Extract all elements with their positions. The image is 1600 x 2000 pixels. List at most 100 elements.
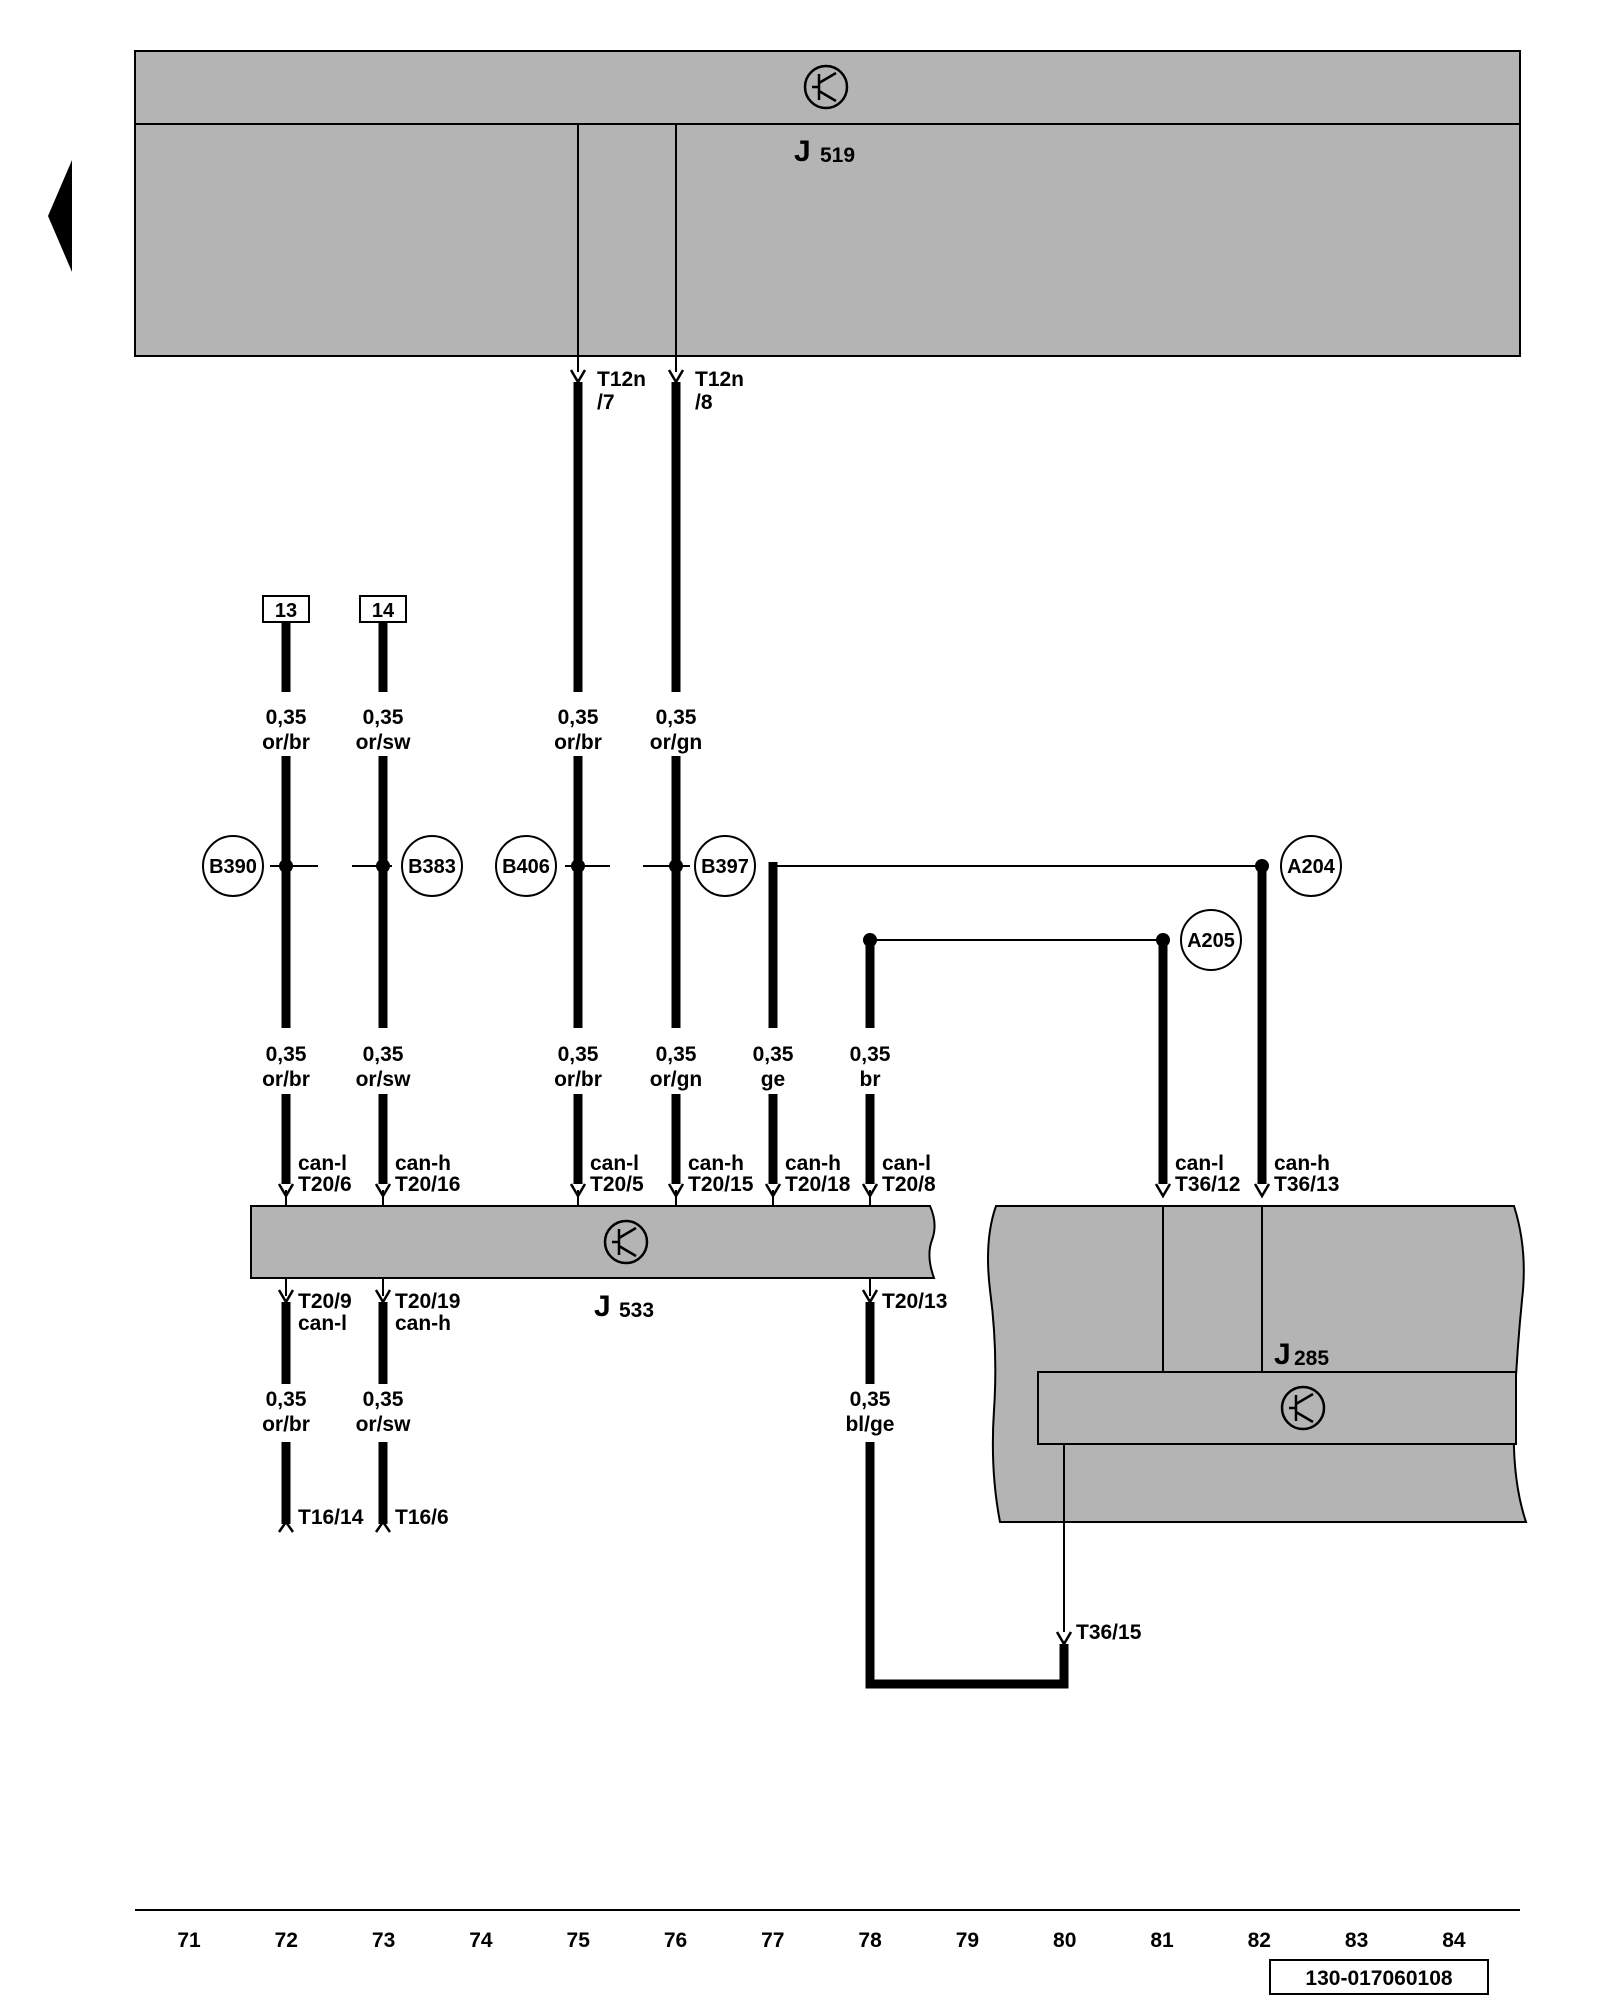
pin-signal: can-l (882, 1152, 931, 1175)
pin-label: T36/13 (1274, 1173, 1339, 1196)
lower-wires (281, 1302, 1069, 1689)
back-arrow-icon[interactable] (48, 160, 72, 272)
end-pin-label: T16/6 (395, 1506, 449, 1529)
wire-label-size: 0,35 (753, 1043, 794, 1066)
column-number: 74 (469, 1929, 493, 1952)
j285-label: J (1274, 1338, 1291, 1371)
wire-label-size: 0,35 (850, 1388, 891, 1411)
wire-label-color: or/sw (356, 1413, 412, 1436)
svg-text:B390: B390 (209, 856, 257, 878)
node-a205[interactable]: A205 (1180, 909, 1242, 971)
svg-text:14: 14 (372, 600, 395, 622)
wire-label-color: or/sw (356, 1068, 412, 1091)
wire-label-size: 0,35 (558, 1043, 599, 1066)
t12n-7-line1: T12n (597, 368, 646, 391)
j519-label: J (794, 135, 811, 168)
column-number: 84 (1442, 1929, 1466, 1952)
wire-label-color: or/br (262, 1413, 310, 1436)
j519-control-unit: J 519 (134, 50, 1521, 357)
svg-text:13: 13 (275, 600, 297, 622)
wire-label-color: or/sw (356, 731, 412, 754)
wire-label-color: ge (761, 1068, 786, 1091)
svg-text:B383: B383 (408, 856, 456, 878)
wire-label-size: 0,35 (363, 1388, 404, 1411)
upper-wires (281, 382, 1267, 1184)
pin-label: T20/8 (882, 1173, 936, 1196)
j285-bottom-pin-label: T36/15 (1076, 1621, 1142, 1644)
node-b383[interactable]: B383 (401, 835, 463, 897)
svg-text:A204: A204 (1287, 856, 1336, 878)
wire-label-size: 0,35 (363, 1043, 404, 1066)
pin-label: T20/6 (298, 1173, 352, 1196)
wire-label-color: or/br (262, 731, 310, 754)
column-number: 83 (1345, 1929, 1368, 1952)
column-number: 80 (1053, 1929, 1076, 1952)
column-number: 78 (858, 1929, 882, 1952)
ref-box-14[interactable]: 14 (359, 595, 407, 623)
pin-label: T36/12 (1175, 1173, 1240, 1196)
j533-control-unit: J 533 (250, 1205, 936, 1323)
column-number: 79 (956, 1929, 979, 1952)
node-b406[interactable]: B406 (495, 835, 557, 897)
wire-label-color: br (860, 1068, 881, 1091)
column-number: 82 (1248, 1929, 1271, 1952)
node-b390[interactable]: B390 (202, 835, 264, 897)
column-number: 73 (372, 1929, 395, 1952)
node-b397[interactable]: B397 (694, 835, 756, 897)
pin-signal: can-h (395, 1312, 451, 1335)
diagram-ref-number: 130-017060108 (1269, 1959, 1489, 1995)
wire-label-color: or/br (554, 1068, 602, 1091)
pin-label: T20/9 (298, 1290, 352, 1313)
wire-label-color: or/br (262, 1068, 310, 1091)
wire-label-size: 0,35 (266, 1043, 307, 1066)
wire-label-size: 0,35 (363, 706, 404, 729)
column-number: 72 (275, 1929, 298, 1952)
wire-label-size: 0,35 (558, 706, 599, 729)
j285-sub-label: 285 (1294, 1347, 1329, 1370)
column-number: 75 (567, 1929, 591, 1952)
pin-signal: can-l (590, 1152, 639, 1175)
pin-signal: can-l (298, 1152, 347, 1175)
j519-sub-label: 519 (820, 144, 855, 167)
wire-label-size: 0,35 (266, 1388, 307, 1411)
end-pin-label: T16/14 (298, 1506, 364, 1529)
svg-text:130-017060108: 130-017060108 (1305, 1967, 1452, 1990)
wire-label-color: or/gn (650, 731, 703, 754)
j533-label: J (594, 1290, 611, 1323)
wire-label-color: bl/ge (845, 1413, 894, 1436)
column-number: 81 (1150, 1929, 1174, 1952)
pin-signal: can-h (395, 1152, 451, 1175)
ref-box-13[interactable]: 13 (262, 595, 310, 623)
svg-text:B406: B406 (502, 856, 550, 878)
pin-label: T20/19 (395, 1290, 460, 1313)
pin-label: T20/5 (590, 1173, 644, 1196)
wire-label-color: or/gn (650, 1068, 703, 1091)
t12n-8-line1: T12n (695, 368, 744, 391)
pin-label: T20/18 (785, 1173, 851, 1196)
pin-signal: can-l (1175, 1152, 1224, 1175)
pin-label: T20/15 (688, 1173, 754, 1196)
svg-text:A205: A205 (1187, 930, 1235, 952)
pin-signal: can-h (1274, 1152, 1330, 1175)
pin-signal: can-l (298, 1312, 347, 1335)
column-number: 76 (664, 1929, 687, 1952)
t12n-8-line2: /8 (695, 391, 713, 414)
pin-label: T20/13 (882, 1290, 947, 1313)
pin-signal: can-h (785, 1152, 841, 1175)
wire-label-size: 0,35 (656, 706, 697, 729)
wire-label-size: 0,35 (850, 1043, 891, 1066)
j285-control-unit: J 285 (987, 1205, 1528, 1523)
pin-label: T20/16 (395, 1173, 460, 1196)
t12n-7-line2: /7 (597, 391, 615, 414)
pin-signal: can-h (688, 1152, 744, 1175)
wire-label-color: or/br (554, 731, 602, 754)
column-number: 71 (177, 1929, 201, 1952)
node-a204[interactable]: A204 (1280, 835, 1342, 897)
wire-label-size: 0,35 (266, 706, 307, 729)
wire-label-size: 0,35 (656, 1043, 697, 1066)
j533-sub-label: 533 (619, 1299, 654, 1322)
svg-text:B397: B397 (701, 856, 749, 878)
